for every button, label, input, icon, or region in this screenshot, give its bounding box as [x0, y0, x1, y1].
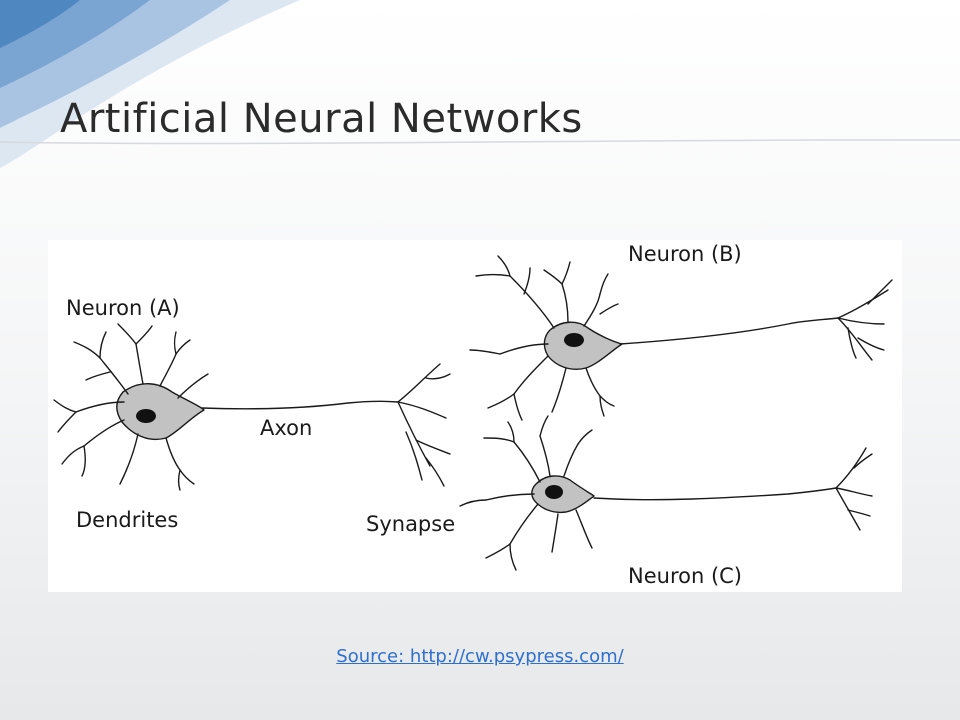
label-neuron-c: Neuron (C): [628, 564, 742, 588]
neuron-b-drawing: [469, 255, 893, 421]
label-neuron-b: Neuron (B): [628, 242, 742, 266]
neuron-a-drawing: [53, 323, 451, 491]
slide-title: Artificial Neural Networks: [60, 96, 583, 142]
label-dendrites: Dendrites: [76, 508, 179, 532]
neuron-illustration: [53, 255, 893, 571]
label-synapse: Synapse: [366, 512, 456, 536]
neuron-c-drawing: [459, 415, 873, 571]
label-neuron-a: Neuron (A): [66, 296, 180, 320]
background-swoosh: [0, 0, 960, 168]
source-link[interactable]: Source: http://cw.psypress.com/: [336, 646, 624, 667]
label-axon: Axon: [260, 416, 313, 440]
neuron-diagram: Neuron (A) Neuron (B) Neuron (C) Axon De…: [48, 240, 902, 592]
